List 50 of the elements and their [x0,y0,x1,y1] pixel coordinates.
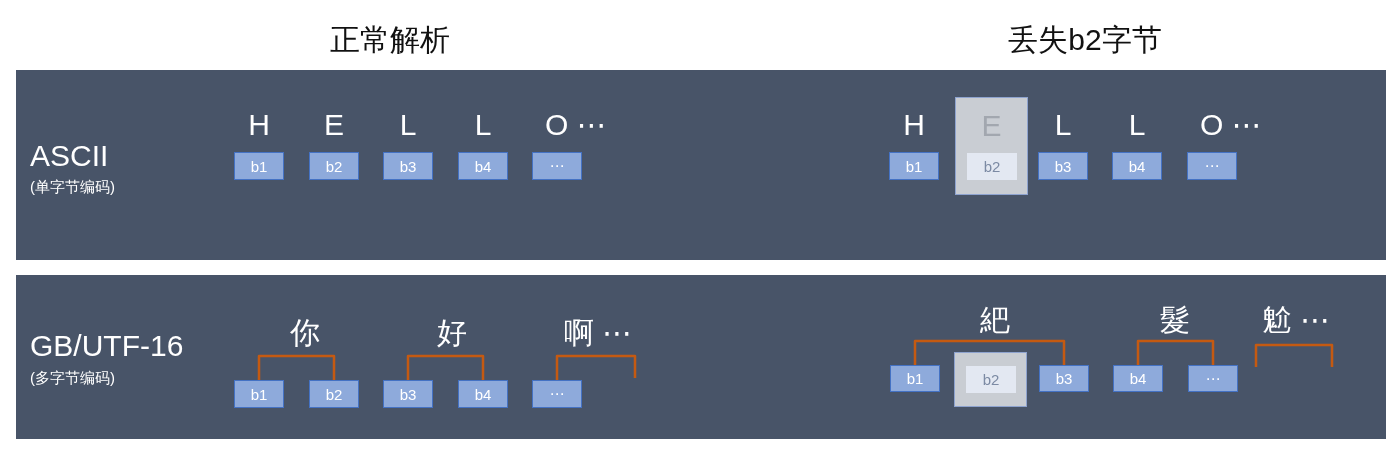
character-label: O ⋯ [545,107,607,143]
character-label: H [248,107,270,143]
character-label: O ⋯ [1200,107,1262,143]
character-label: L [399,107,417,143]
byte-box: ⋯ [1187,152,1237,180]
byte-box: b1 [889,152,939,180]
character-label: E [324,107,344,143]
character-label: L [1054,107,1072,143]
bracket [257,354,336,380]
character-label: 好 [437,315,467,351]
lost-byte-highlight [955,97,1028,195]
encoding-note: (单字节编码) [30,177,115,197]
encoding-name: ASCII [30,138,109,174]
byte-box: b2 [966,366,1016,393]
column-heading: 正常解析 [330,22,450,58]
encoding-panel [16,275,1386,439]
byte-box: ⋯ [532,380,582,408]
bracket [913,339,1066,365]
character-label: 魀 ⋯ [1261,302,1331,338]
byte-box: b1 [234,380,284,408]
character-label: H [903,107,925,143]
byte-box: b1 [234,152,284,180]
byte-box: b2 [309,152,359,180]
encoding-panel [16,70,1386,260]
byte-box: ⋯ [1188,365,1238,392]
byte-box: b4 [458,152,508,180]
encoding-note: (多字节编码) [30,368,115,388]
character-label: 紦 [980,302,1010,338]
byte-box: b3 [383,380,433,408]
byte-box: b3 [1039,365,1089,392]
column-heading: 丢失b2字节 [1008,22,1162,58]
character-label: 髮 [1160,302,1190,338]
byte-box: b2 [309,380,359,408]
character-label: 啊 ⋯ [563,315,633,351]
byte-box: b3 [1038,152,1088,180]
bracket [1136,339,1215,365]
lost-byte-highlight [954,352,1027,407]
byte-box: b2 [967,153,1017,180]
bracket [555,354,637,380]
character-label: L [474,107,492,143]
character-label: 你 [290,315,320,351]
byte-box: b4 [458,380,508,408]
byte-box: b4 [1112,152,1162,180]
byte-box: ⋯ [532,152,582,180]
byte-box: b1 [890,365,940,392]
character-label: L [1128,107,1146,143]
byte-box: b3 [383,152,433,180]
byte-box: b4 [1113,365,1163,392]
encoding-name: GB/UTF-16 [30,328,184,364]
bracket [406,354,485,380]
